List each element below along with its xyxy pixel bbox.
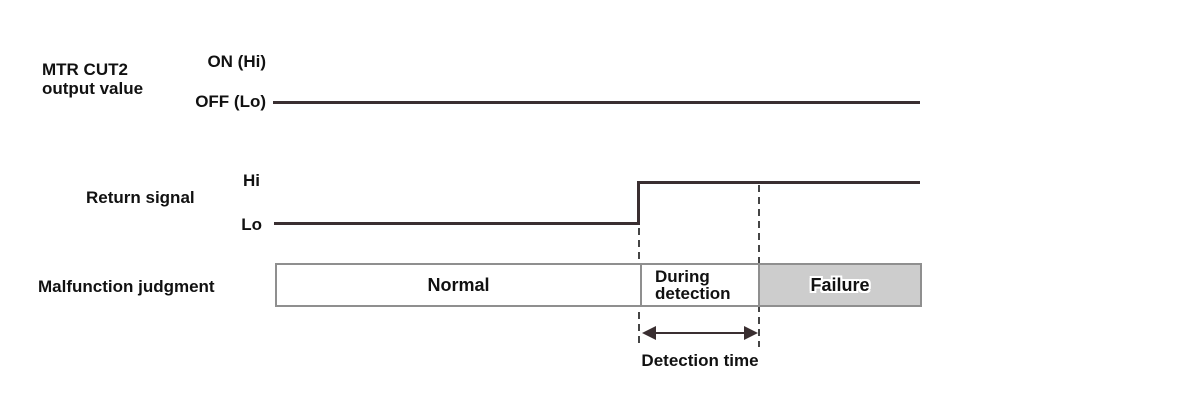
signal2-waveform-low-segment: [274, 222, 640, 225]
detection-time-arrow-shaft: [654, 332, 746, 334]
judgment-phase-normal-label: Normal: [427, 275, 490, 295]
signal2-high-level-label: Hi: [243, 171, 260, 190]
signal2-waveform-rising-edge: [637, 181, 640, 225]
judgment-phase-during-detection-label: During detection: [655, 267, 731, 303]
judgment-phase-failure-label: Failure: [810, 275, 870, 295]
judgment-phase-during-detection: During detection: [640, 263, 760, 307]
judgment-phase-failure: Failure: [758, 263, 922, 307]
signal1-waveform-low-line: [273, 101, 920, 104]
signal2-waveform-high-segment: [637, 181, 920, 184]
signal2-label: Return signal: [86, 188, 195, 207]
signal1-high-level-label: ON (Hi): [207, 52, 266, 71]
signal1-low-level-label: OFF (Lo): [195, 92, 266, 111]
detection-time-arrow-right-head-icon: [744, 326, 758, 340]
signal1-label: MTR CUT2 output value: [42, 60, 144, 99]
detection-time-arrow-left-head-icon: [642, 326, 656, 340]
signal2-low-level-label: Lo: [241, 215, 262, 234]
detection-time-label: Detection time: [641, 351, 759, 370]
judgment-label: Malfunction judgment: [38, 277, 215, 296]
judgment-phase-normal: Normal: [275, 263, 642, 307]
